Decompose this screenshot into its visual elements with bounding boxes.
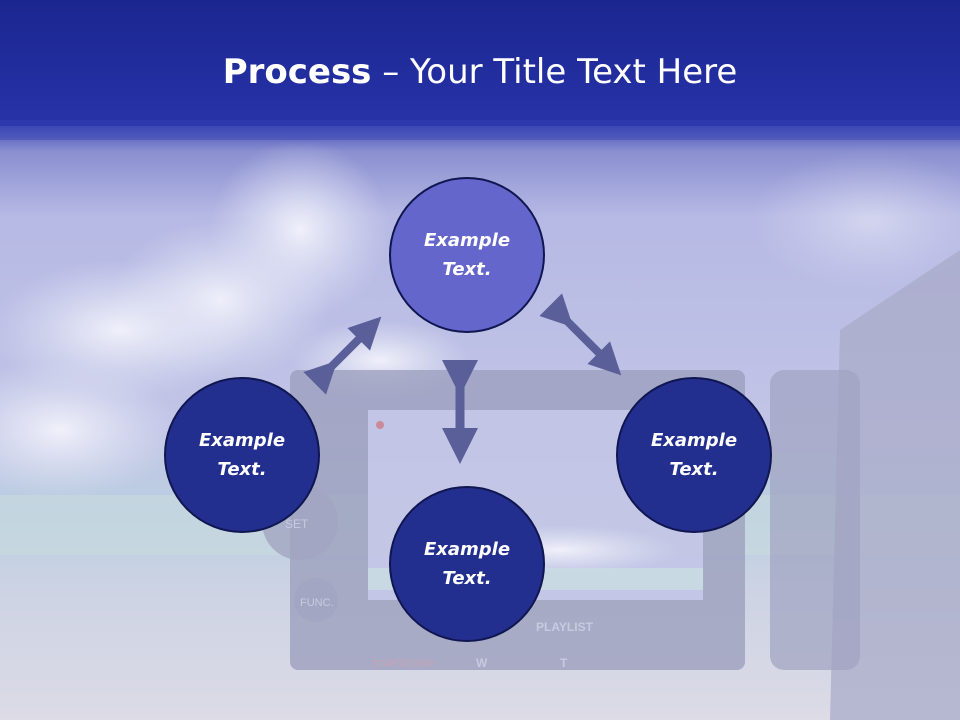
camera-button-playlist: PLAYLIST <box>536 620 594 634</box>
node-top-label: Example Text. <box>423 230 511 280</box>
node-right: Example Text. <box>616 377 772 533</box>
title-banner <box>0 0 960 126</box>
node-bottom-label: Example Text. <box>423 539 511 589</box>
node-left-label: Example Text. <box>198 430 286 480</box>
page-title-rest: – Your Title Text Here <box>371 52 738 92</box>
camera-button-t: T <box>560 656 568 670</box>
node-left: Example Text. <box>164 377 320 533</box>
camera-button-set: SET <box>285 517 309 531</box>
node-bottom: Example Text. <box>389 486 545 642</box>
node-top: Example Text. <box>389 177 545 333</box>
page-title: Process – Your Title Text Here <box>0 52 960 92</box>
camera-button-start-stop: START/STOP <box>372 659 434 670</box>
camera-button-w: W <box>476 656 488 670</box>
page-title-bold: Process <box>222 52 372 92</box>
arrow-top-right <box>539 293 622 376</box>
node-right-label: Example Text. <box>650 430 738 480</box>
camera-button-func: FUNC. <box>300 597 334 609</box>
arrow-top-left <box>303 316 382 395</box>
